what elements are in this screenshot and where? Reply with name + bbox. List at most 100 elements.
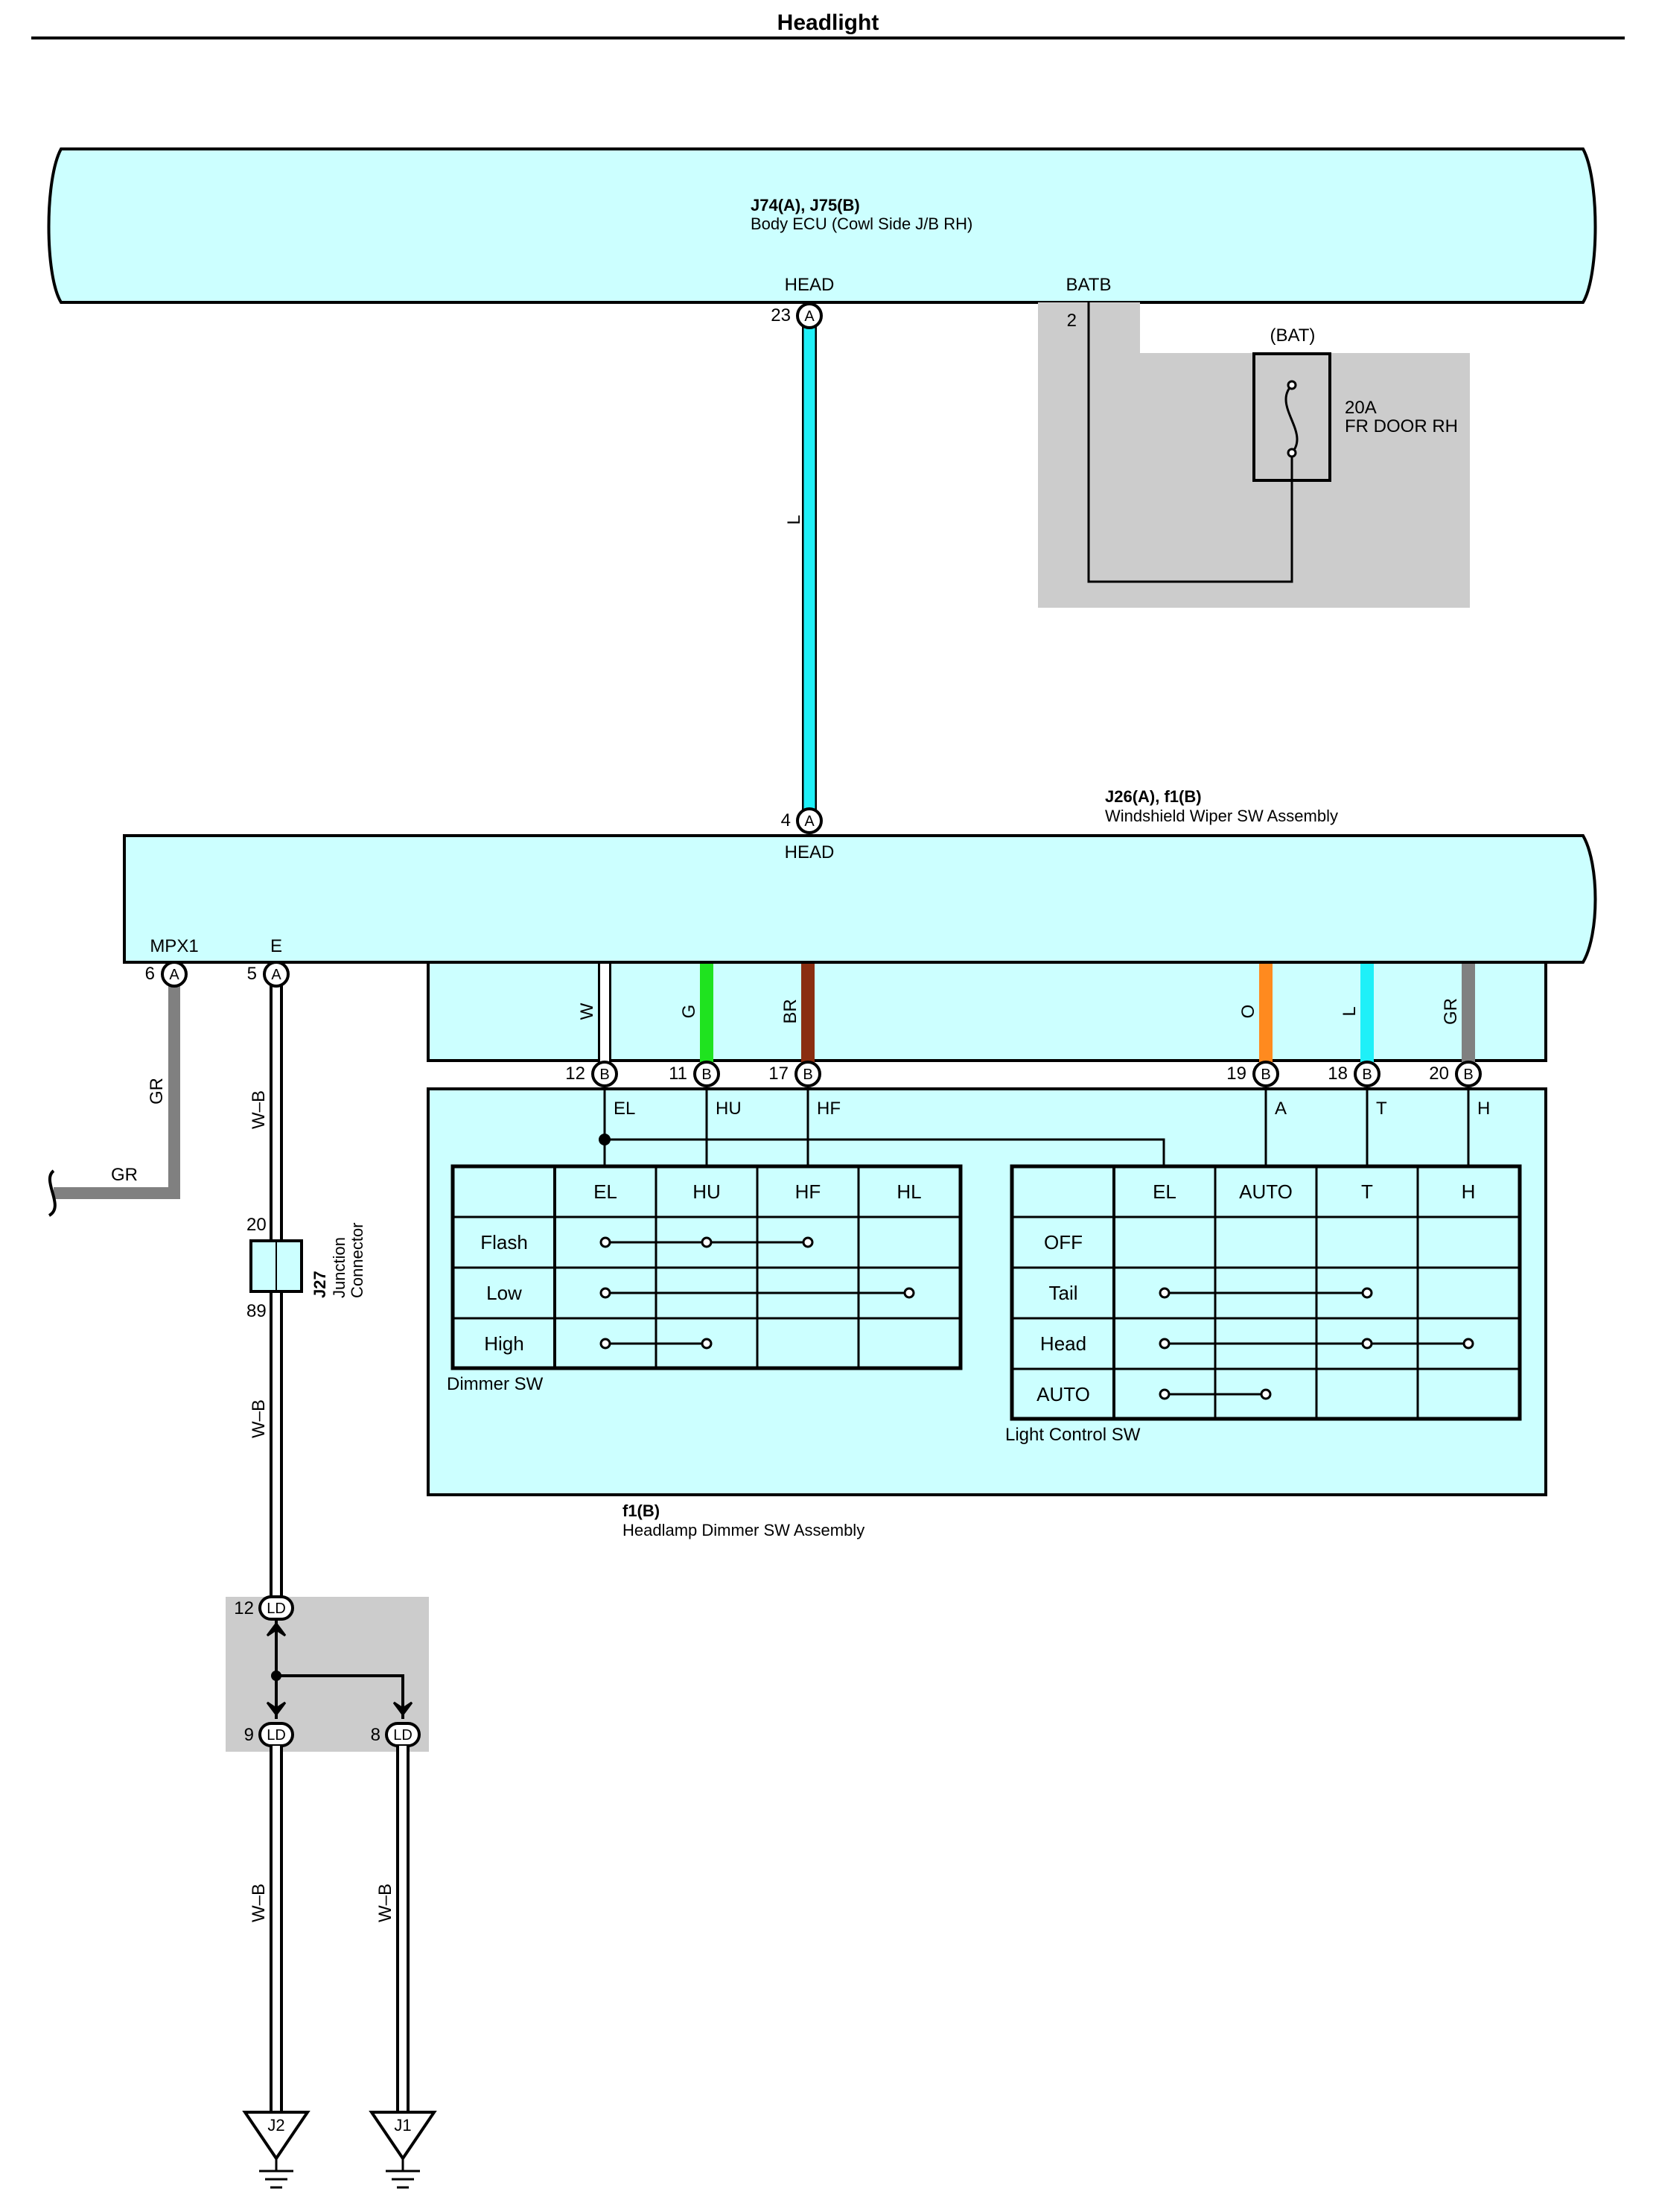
ground-symbol-j1 (369, 2111, 437, 2189)
wiper-sw-mpx1-pin-conn: A (169, 967, 179, 983)
pin-11-conn: B (701, 1067, 711, 1083)
pin-18-b: B 18 (1328, 1061, 1380, 1087)
dimmer-row-flash: Flash (480, 1231, 528, 1253)
diagram-title: Headlight (777, 10, 879, 35)
ld-pin-9: LD 9 (244, 1722, 294, 1747)
light-auto-continuity (1159, 1388, 1272, 1400)
ld-pin-8-number: 8 (371, 1725, 380, 1745)
sig-hf: HF (817, 1099, 841, 1119)
body-ecu-name: Body ECU (Cowl Side J/B RH) (751, 214, 972, 233)
light-col-auto: AUTO (1239, 1180, 1293, 1203)
pin-19-b: B 19 (1226, 1061, 1279, 1087)
wiper-sw-mpx1-pin (161, 961, 188, 988)
wiper-sw-mpx1-label: MPX1 (150, 936, 198, 956)
dimmer-flash-continuity (599, 1236, 814, 1248)
junction-id: J27 (310, 1271, 329, 1298)
dimmer-row-high: High (484, 1332, 523, 1355)
sig-a: A (1275, 1099, 1287, 1119)
ld-pin-12-conn: LD (267, 1601, 286, 1617)
body-ecu-box (47, 147, 1597, 304)
light-row-auto: AUTO (1036, 1383, 1090, 1405)
wiper-sw-e-pin-conn: A (271, 967, 281, 983)
wiper-sw-e-pin (263, 961, 290, 988)
pin-20-conn: B (1463, 1067, 1473, 1083)
e-wire-code-upper: W–B (249, 1090, 269, 1129)
light-head-continuity (1159, 1338, 1474, 1350)
ld-pin-12: LD 12 (234, 1595, 294, 1621)
wiper-sw-lower-strip (427, 961, 1547, 1062)
fuse-terminal-bottom (1287, 448, 1297, 458)
ground-wire-j2-code: W–B (249, 1884, 269, 1922)
wiper-sw-mpx1-pin-number: 6 (145, 964, 155, 984)
dimmer-low-continuity (599, 1287, 915, 1299)
sig-h: H (1477, 1099, 1490, 1119)
mpx1-wire-break (48, 1169, 57, 1217)
mpx1-wire-code-horizontal: GR (111, 1165, 138, 1185)
pin-18-conn: B (1362, 1067, 1372, 1083)
light-col-t: T (1361, 1180, 1373, 1203)
pin-11-b: B 11 (669, 1061, 720, 1087)
wiper-sw-e-pin-number: 5 (247, 964, 257, 984)
pin-17-number: 17 (768, 1064, 789, 1084)
dimmer-row-low: Low (486, 1282, 522, 1304)
wire-l-code: L (1340, 1006, 1360, 1016)
wire-br-code: BR (780, 999, 800, 1023)
fuse-rating: 20A (1345, 398, 1377, 418)
mpx1-wire (54, 974, 180, 1199)
pin-11-number: 11 (669, 1064, 687, 1084)
fuse-terminal-top (1287, 380, 1297, 390)
dimmer-col-hl: HL (897, 1180, 921, 1203)
pin-12-b: B 12 (565, 1061, 618, 1087)
wire-o-code: O (1238, 1005, 1258, 1019)
dimmer-col-hf: HF (795, 1180, 821, 1203)
dimmer-high-continuity (599, 1338, 713, 1350)
pin-20-b: B 20 (1429, 1061, 1482, 1087)
pin-18-number: 18 (1328, 1064, 1348, 1084)
body-ecu-head-pin-conn: A (804, 308, 815, 325)
junction-pin-top: 20 (246, 1215, 267, 1235)
wire-g-code: G (679, 1005, 699, 1019)
dimmer-sw-caption: Dimmer SW (447, 1374, 544, 1394)
ld-pin-8: LD 8 (371, 1722, 421, 1747)
light-row-off: OFF (1044, 1231, 1083, 1253)
ground-j1-label: J1 (394, 2116, 411, 2135)
dimmer-sw-table (450, 1164, 963, 1370)
dimmer-assembly-name: Headlamp Dimmer SW Assembly (622, 1521, 864, 1539)
mpx1-wire-code-vertical: GR (147, 1078, 167, 1105)
head-wire-code: L (784, 515, 804, 524)
batb-pin-number: 2 (1067, 311, 1077, 331)
body-ecu-head-label: HEAD (785, 275, 835, 295)
fuse-icon (1284, 384, 1299, 454)
dimmer-col-hu: HU (692, 1180, 721, 1203)
fuse-name: FR DOOR RH (1345, 416, 1458, 436)
dimmer-assembly-id: f1(B) (622, 1501, 660, 1520)
ld-link-b (276, 1674, 404, 1719)
body-ecu-head-pin (796, 302, 823, 329)
light-col-el: EL (1153, 1180, 1176, 1203)
wire-w-code: W (577, 1002, 597, 1020)
pin-12-number: 12 (565, 1064, 585, 1084)
light-row-tail: Tail (1048, 1282, 1077, 1304)
el-bridge-wire (605, 1138, 1165, 1166)
ld-arrow-out-1 (266, 1701, 287, 1717)
body-ecu-id: J74(A), J75(B) (751, 196, 860, 214)
light-col-h: H (1462, 1180, 1476, 1203)
sig-el: EL (614, 1099, 635, 1119)
ld-arrow-out-2 (392, 1701, 413, 1717)
e-wire-code-lower: W–B (249, 1399, 269, 1438)
junction-pin-bottom: 89 (246, 1301, 267, 1321)
pin-20-number: 20 (1429, 1064, 1449, 1084)
wiper-sw-id: J26(A), f1(B) (1105, 787, 1202, 806)
ground-j2-label: J2 (267, 2116, 284, 2135)
body-ecu-batb-label: BATB (1066, 275, 1112, 295)
pin-19-number: 19 (1226, 1064, 1246, 1084)
pin-17-b: B 17 (768, 1061, 821, 1087)
light-sw-caption: Light Control SW (1005, 1425, 1141, 1445)
el-junction-dot (599, 1134, 611, 1145)
ld-arrow-in (266, 1621, 287, 1637)
wiper-sw-head-pin-conn: A (804, 813, 815, 830)
wiper-sw-head-pin-number: 4 (781, 810, 791, 830)
wiper-sw-head-pin (796, 807, 823, 834)
fuse-source: (BAT) (1270, 325, 1316, 346)
junction-name-line1: Junction (330, 1237, 348, 1298)
